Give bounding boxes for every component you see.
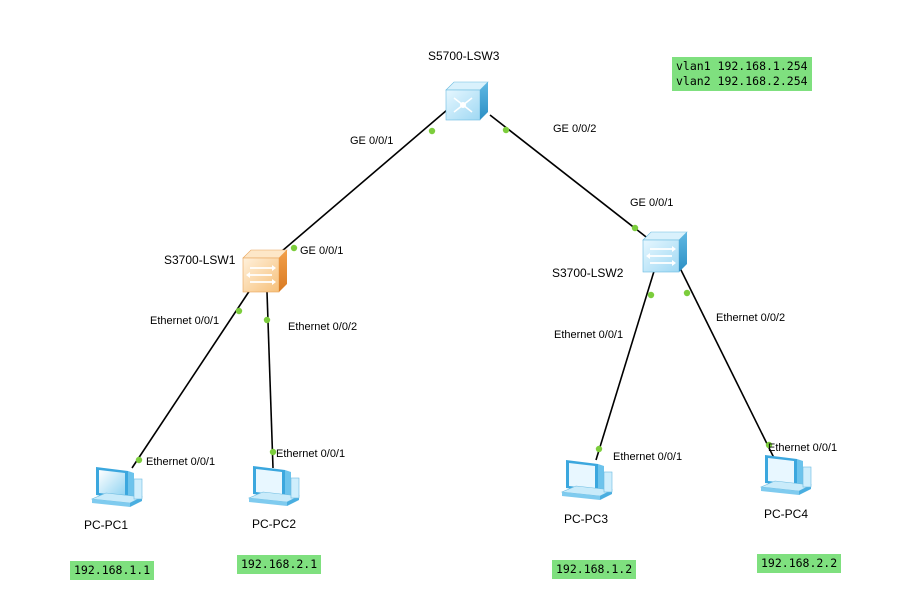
port-label: GE 0/0/1 (300, 245, 344, 257)
port-label: GE 0/0/1 (630, 197, 674, 209)
port-label: Ethernet 0/0/1 (613, 451, 683, 463)
port-dot (647, 291, 655, 299)
port-dot (290, 244, 298, 252)
port-dot (269, 448, 277, 456)
port-dot (135, 456, 143, 464)
port-label: Ethernet 0/0/1 (150, 315, 220, 327)
vlan1-text: vlan1 192.168.1.254 (676, 59, 808, 73)
port-dot (683, 289, 691, 297)
port-label: GE 0/0/2 (553, 123, 597, 135)
link-lsw3-lsw1[interactable] (267, 109, 448, 264)
port-label: Ethernet 0/0/1 (768, 442, 838, 454)
access-switch-icon[interactable] (642, 231, 688, 273)
device-label-pc2: PC-PC2 (252, 517, 297, 531)
port-label: Ethernet 0/0/1 (276, 448, 346, 460)
ip-note-pc1[interactable]: 192.168.1.1 (70, 561, 155, 580)
device-label-pc4: PC-PC4 (764, 507, 809, 521)
device-label-lsw2: S3700-LSW2 (552, 266, 624, 280)
port-label: Ethernet 0/0/2 (716, 312, 786, 324)
vlan-note[interactable]: vlan1 192.168.1.254 vlan2 192.168.2.254 (672, 57, 812, 91)
port-label: GE 0/0/1 (350, 135, 394, 147)
device-label-pc1: PC-PC1 (84, 518, 129, 532)
port-dot (428, 127, 436, 135)
device-label-lsw3: S5700-LSW3 (428, 49, 500, 63)
core-switch-icon[interactable] (445, 81, 489, 121)
device-label-pc3: PC-PC3 (564, 512, 609, 526)
access-switch-icon[interactable] (242, 249, 288, 293)
port-dot (765, 441, 773, 449)
link-lsw2-pc4[interactable] (679, 267, 776, 461)
device-label-lsw1: S3700-LSW1 (164, 253, 236, 267)
pc-icon[interactable] (90, 465, 146, 515)
ip-note-pc2[interactable]: 192.168.2.1 (237, 555, 322, 574)
port-dot (631, 224, 639, 232)
port-dot (235, 307, 243, 315)
port-label: Ethernet 0/0/1 (554, 329, 624, 341)
vlan2-text: vlan2 192.168.2.254 (676, 74, 808, 88)
port-label: Ethernet 0/0/2 (288, 321, 358, 333)
link-lsw1-pc1[interactable] (131, 289, 251, 469)
pc-icon[interactable] (560, 458, 616, 508)
pc-icon[interactable] (759, 453, 815, 503)
ip-note-pc3[interactable]: 192.168.1.2 (552, 560, 637, 579)
port-dot (502, 126, 510, 134)
link-lsw2-pc3[interactable] (595, 267, 656, 461)
link-lsw3-lsw2[interactable] (489, 114, 651, 241)
pc-icon[interactable] (247, 464, 303, 514)
port-label: Ethernet 0/0/1 (146, 456, 216, 468)
ip-note-pc4[interactable]: 192.168.2.2 (757, 554, 842, 573)
port-dot (595, 445, 603, 453)
port-dot (263, 316, 271, 324)
